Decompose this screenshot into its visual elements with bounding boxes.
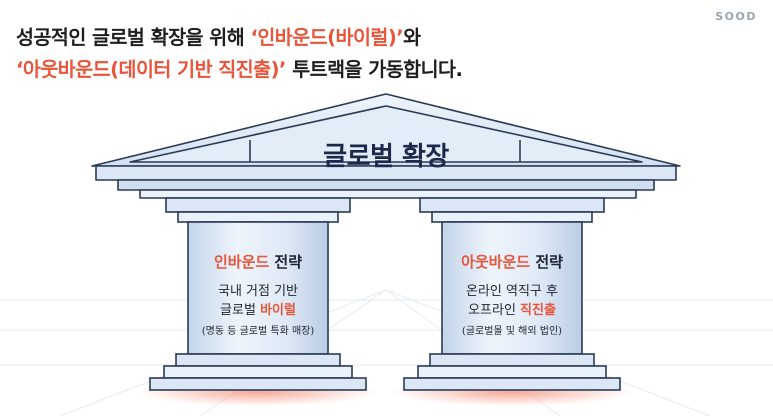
pillar-line-2-text: 오프라인 xyxy=(468,303,521,318)
headline: 성공적인 글로벌 확장을 위해 ‘인바운드(바이럴)’와 ‘아웃바운드(데이터 … xyxy=(16,22,706,86)
pillar-note: (명동 등 글로벌 특화 매장) xyxy=(201,326,315,337)
pillar-title-accent: 인바운드 xyxy=(213,253,270,271)
pillar-line-2-accent: 직진출 xyxy=(520,303,556,318)
headline-text: 와 xyxy=(403,26,421,49)
pillar-title: 아웃바운드 전략 xyxy=(422,252,602,272)
pillar-left xyxy=(149,197,367,391)
pillar-title-accent: 아웃바운드 xyxy=(461,253,531,271)
roof-title: 글로벌 확장 xyxy=(323,142,449,172)
floor-grid xyxy=(0,289,773,416)
brand-logo: SOOD xyxy=(715,10,757,23)
pillar-title-rest: 전략 xyxy=(530,253,563,271)
headline-accent: ‘아웃바운드(데이터 기반 직진출)’ xyxy=(16,58,286,81)
headline-accent: ‘인바운드(바이럴)’ xyxy=(250,26,404,49)
pillar-right xyxy=(403,197,621,391)
pillar-line-1: 온라인 역직구 후 xyxy=(466,284,558,299)
headline-line-1: 성공적인 글로벌 확장을 위해 ‘인바운드(바이럴)’와 xyxy=(16,22,706,54)
pillar-note: (글로벌몰 및 해외 법인) xyxy=(461,326,563,337)
pillar-line-2-accent: 바이럴 xyxy=(260,303,296,318)
roof xyxy=(91,93,681,199)
pillar-line-2-text: 글로벌 xyxy=(220,303,261,318)
headline-text: 투트랙을 가동합니다. xyxy=(285,58,463,81)
pillar-line-2: 오프라인 직진출 xyxy=(422,301,602,320)
headline-line-2: ‘아웃바운드(데이터 기반 직진출)’ 투트랙을 가동합니다. xyxy=(16,54,706,86)
pillar-right-text: 아웃바운드 전략 온라인 역직구 후 오프라인 직진출 (글로벌몰 및 해외 법… xyxy=(422,252,602,340)
pillar-line-2: 글로벌 바이럴 xyxy=(168,301,348,320)
pillar-title: 인바운드 전략 xyxy=(168,252,348,272)
headline-text: 성공적인 글로벌 확장을 위해 xyxy=(16,26,251,49)
pillar-left-text: 인바운드 전략 국내 거점 기반 글로벌 바이럴 (명동 등 글로벌 특화 매장… xyxy=(168,252,348,340)
pillar-line-1: 국내 거점 기반 xyxy=(217,284,299,299)
pillar-title-rest: 전략 xyxy=(269,253,303,271)
